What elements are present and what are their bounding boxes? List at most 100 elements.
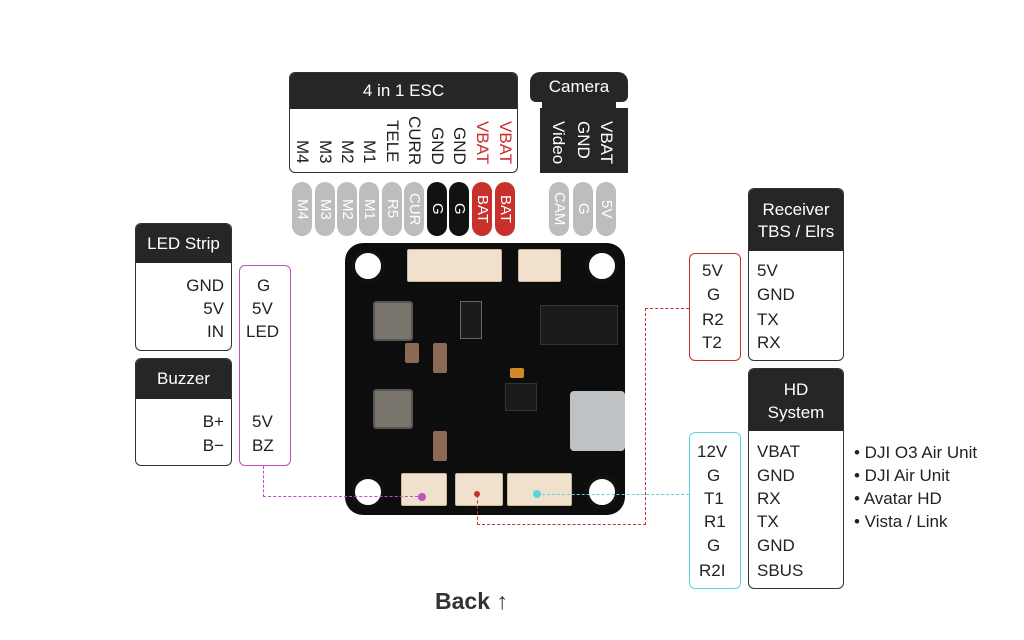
led-strip-title: LED Strip bbox=[136, 224, 231, 263]
led-connector bbox=[401, 473, 447, 506]
led-buzzer-pad: 5V bbox=[252, 412, 273, 431]
led-wire bbox=[263, 496, 423, 497]
hd-system-box: HD System bbox=[748, 368, 844, 589]
hd-label: GND bbox=[757, 536, 795, 555]
led-buzzer-pad: G bbox=[257, 276, 271, 295]
esc-label: M2 bbox=[338, 140, 357, 164]
buzzer-label: B+ bbox=[202, 412, 224, 431]
hd-system-title-line1: HD bbox=[783, 380, 809, 399]
camera-label: VBAT bbox=[597, 121, 616, 165]
receiver-title: Receiver TBS / Elrs bbox=[749, 189, 843, 251]
esc-pad: G bbox=[449, 182, 469, 236]
receiver-wire bbox=[645, 308, 646, 525]
hd-wire-dot bbox=[533, 490, 541, 498]
inductor bbox=[373, 301, 413, 341]
receiver-pad: T2 bbox=[702, 333, 722, 352]
esc-pad: M1 bbox=[359, 182, 379, 236]
compatible-item: • Avatar HD bbox=[854, 489, 942, 508]
esc-label: GND bbox=[428, 127, 447, 165]
receiver-pads-box bbox=[689, 253, 741, 361]
led-strip-label: 5V bbox=[203, 299, 224, 318]
receiver-box: Receiver TBS / Elrs bbox=[748, 188, 844, 361]
flight-controller-board bbox=[345, 243, 625, 515]
led-strip-box: LED Strip bbox=[135, 223, 232, 351]
hd-pad: G bbox=[707, 536, 721, 555]
receiver-pad: 5V bbox=[702, 261, 723, 280]
led-wire-dot bbox=[418, 493, 426, 501]
receiver-label: TX bbox=[757, 310, 779, 329]
esc-label: M3 bbox=[316, 140, 335, 164]
esc-pad: M3 bbox=[315, 182, 335, 236]
esc-label: VBAT bbox=[473, 121, 492, 165]
led-buzzer-pad: BZ bbox=[252, 436, 274, 455]
hd-label: VBAT bbox=[757, 442, 801, 461]
compatible-item: • DJI O3 Air Unit bbox=[854, 443, 978, 462]
esc-pad: BAT bbox=[472, 182, 492, 236]
led-buzzer-pad: 5V bbox=[252, 299, 273, 318]
led-strip-label: IN bbox=[207, 322, 224, 341]
esc-label: GND bbox=[450, 127, 469, 165]
receiver-wire bbox=[477, 495, 478, 525]
receiver-label: GND bbox=[757, 285, 795, 304]
hd-pad: G bbox=[707, 466, 721, 485]
capacitor bbox=[405, 343, 419, 363]
receiver-pad: G bbox=[707, 285, 721, 304]
chip bbox=[505, 383, 537, 411]
back-label: Back bbox=[435, 588, 490, 614]
esc-title: 4 in 1 ESC bbox=[290, 73, 517, 109]
receiver-label: RX bbox=[757, 333, 781, 352]
chip bbox=[540, 305, 618, 345]
back-caption: Back ↑ bbox=[435, 588, 508, 615]
receiver-title-line1: Receiver bbox=[762, 200, 830, 219]
mount-hole bbox=[351, 475, 385, 509]
receiver-pad: R2 bbox=[702, 310, 724, 329]
chip bbox=[460, 301, 482, 339]
led-buzzer-pads-box bbox=[239, 265, 291, 466]
receiver-connector bbox=[455, 473, 503, 506]
buzzer-title: Buzzer bbox=[136, 359, 231, 399]
camera-icon-box: Camera bbox=[530, 72, 628, 173]
receiver-label: 5V bbox=[757, 261, 778, 280]
arrow-up-icon: ↑ bbox=[496, 588, 508, 614]
led-buzzer-pad: LED bbox=[246, 322, 280, 341]
inductor bbox=[373, 389, 413, 429]
camera-connector bbox=[518, 249, 561, 282]
hd-pad: R2I bbox=[699, 561, 726, 580]
receiver-wire bbox=[477, 524, 646, 525]
buzzer-box: Buzzer bbox=[135, 358, 232, 466]
compatible-item: • DJI Air Unit bbox=[854, 466, 950, 485]
hd-label: GND bbox=[757, 466, 795, 485]
usb-c-port bbox=[570, 391, 625, 451]
receiver-wire-dot bbox=[474, 491, 480, 497]
mount-hole bbox=[585, 249, 619, 283]
camera-pad: G bbox=[573, 182, 593, 236]
esc-label: CURR bbox=[405, 116, 424, 166]
hd-label: SBUS bbox=[757, 561, 804, 580]
esc-pad: M2 bbox=[337, 182, 357, 236]
led-strip-label: GND bbox=[186, 276, 224, 295]
esc-pad: R5 bbox=[382, 182, 402, 236]
hd-pad: 12V bbox=[697, 442, 728, 461]
esc-pad: BAT bbox=[495, 182, 515, 236]
capacitor bbox=[433, 431, 447, 461]
camera-title: Camera bbox=[530, 72, 628, 102]
camera-pad: 5V bbox=[596, 182, 616, 236]
hd-connector bbox=[507, 473, 572, 506]
esc-label: M1 bbox=[360, 140, 379, 164]
esc-label: TELE bbox=[383, 120, 402, 163]
hd-wire bbox=[537, 494, 689, 495]
hd-label: RX bbox=[757, 489, 781, 508]
camera-lower bbox=[540, 108, 628, 173]
capacitor bbox=[433, 343, 447, 373]
receiver-wire bbox=[645, 308, 689, 309]
hd-system-title-line2: System bbox=[767, 403, 825, 422]
hd-pad: R1 bbox=[704, 512, 726, 531]
camera-label: GND bbox=[574, 121, 593, 159]
led-wire bbox=[263, 466, 264, 497]
capacitor bbox=[510, 368, 524, 378]
mount-hole bbox=[585, 475, 619, 509]
mount-hole bbox=[351, 249, 385, 283]
esc-label: VBAT bbox=[496, 121, 515, 165]
esc-connector bbox=[407, 249, 502, 282]
esc-label: M4 bbox=[293, 140, 312, 164]
